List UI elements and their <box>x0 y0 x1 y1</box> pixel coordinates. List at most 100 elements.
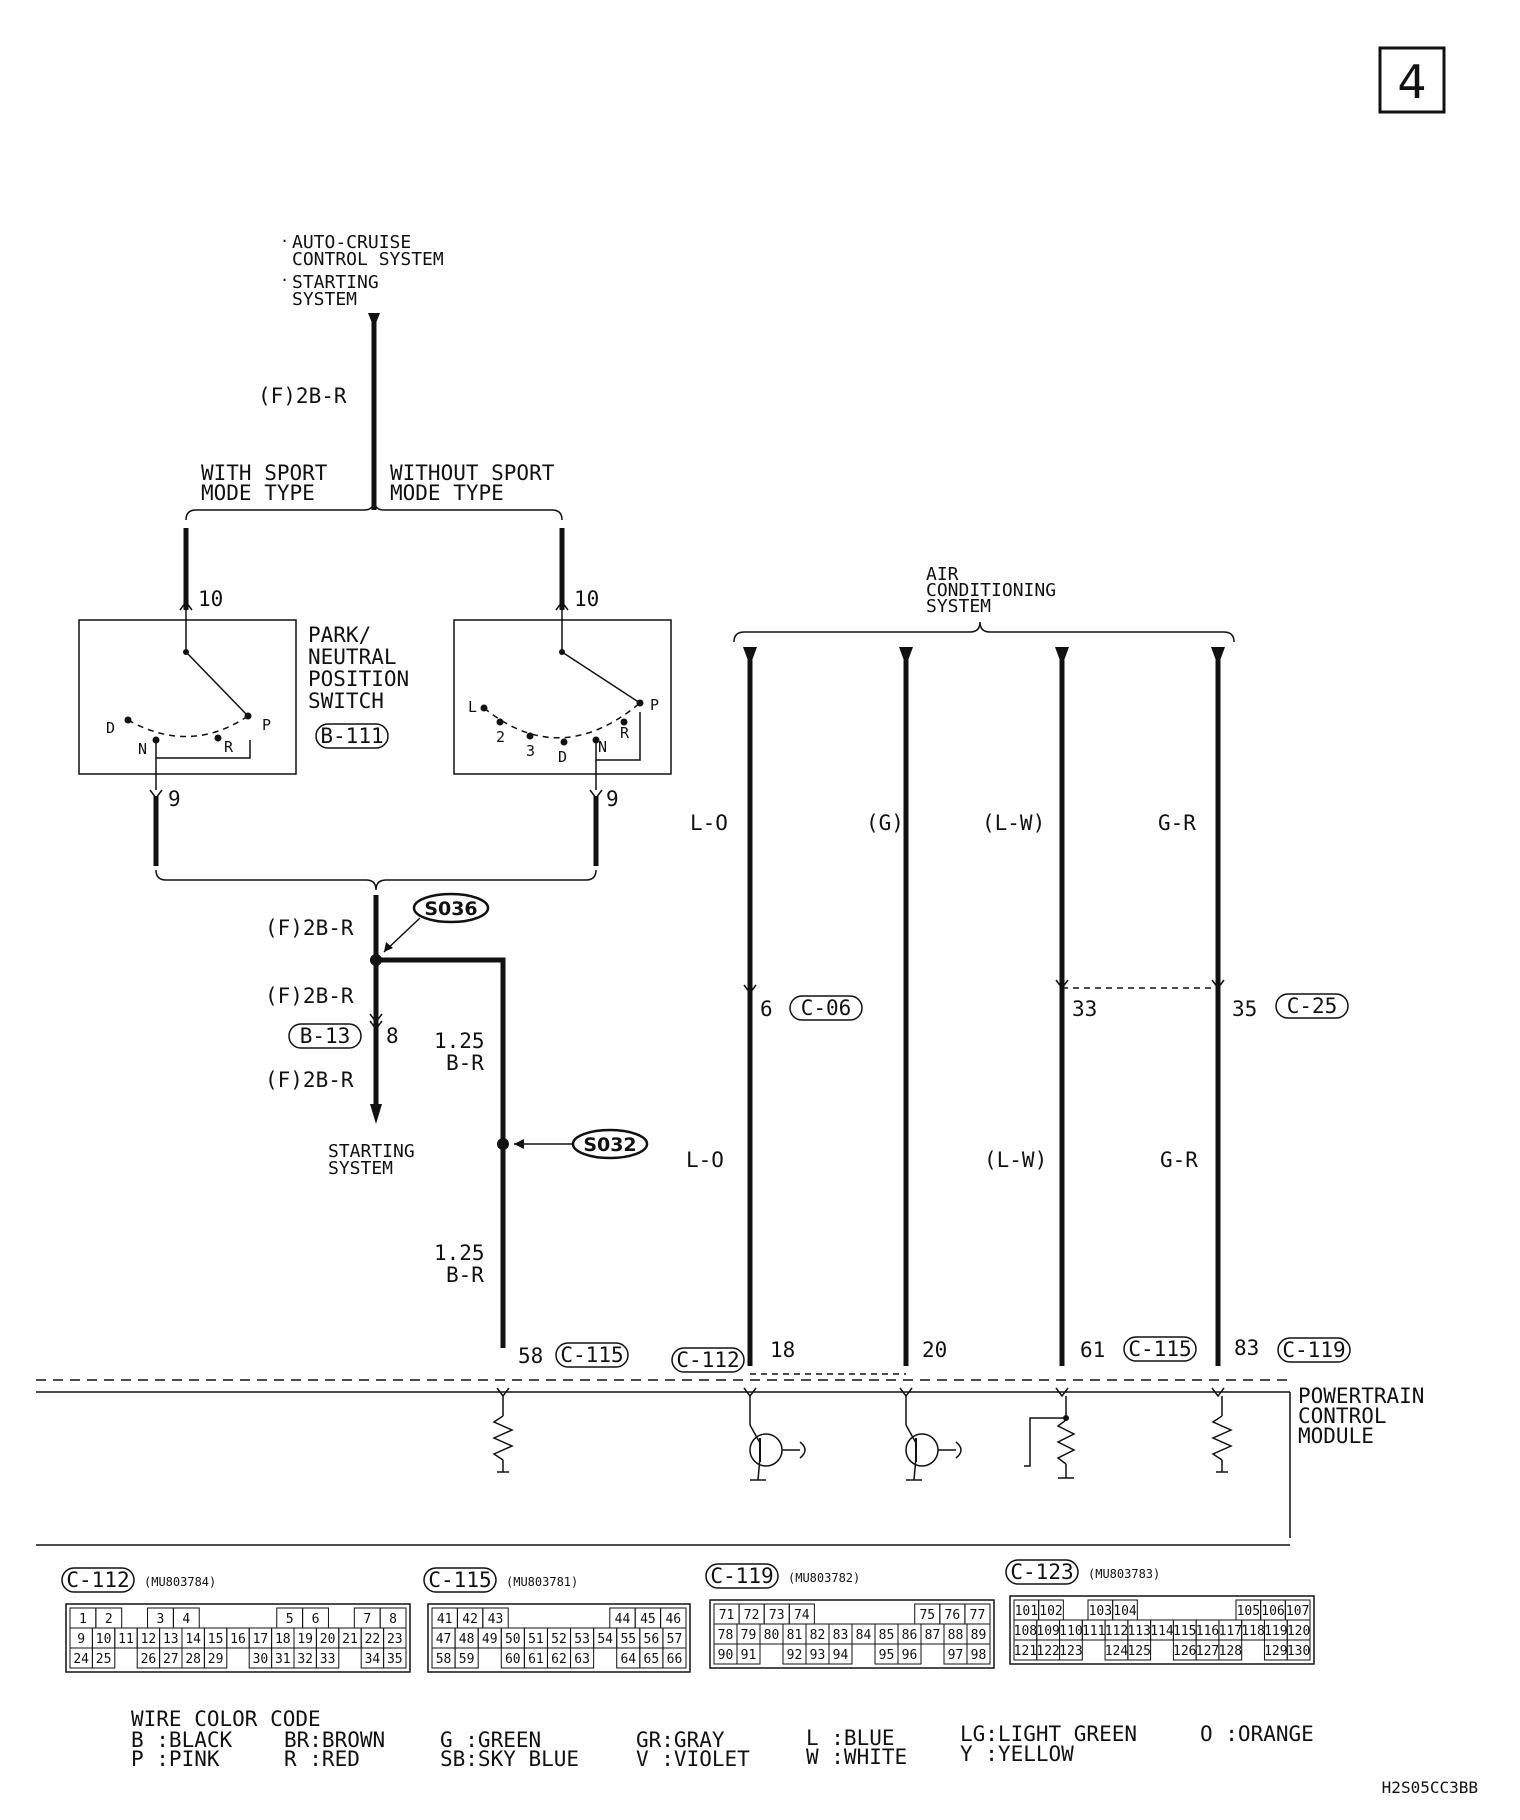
ac-wire-4-lower: G-R <box>1160 1148 1198 1172</box>
connector-pin: 118 <box>1241 1624 1264 1639</box>
connector-pin: 27 <box>163 1652 179 1667</box>
b13-pin: 8 <box>386 1024 399 1048</box>
ac-system-1: AIR <box>926 564 959 585</box>
pin-58-connector-tag: C-115 <box>555 1342 629 1368</box>
connector-cell <box>115 1648 137 1668</box>
connector-pin: 20 <box>320 1632 336 1647</box>
top-feed-wire: (F)2B-R <box>258 313 380 510</box>
connector-part-number: (MU803782) <box>788 1571 860 1585</box>
connector-pin: 103 <box>1089 1604 1112 1619</box>
pin-18: 18 <box>770 1338 795 1362</box>
connector-pin: 73 <box>769 1608 785 1623</box>
connector-pin: 66 <box>667 1652 683 1667</box>
top-feed-labels: · AUTO-CRUISE CONTROL SYSTEM · STARTING … <box>280 232 444 310</box>
connector-part-number: (MU803781) <box>506 1575 578 1589</box>
connector-pin: 71 <box>719 1608 735 1623</box>
connector-name-tag <box>1005 1559 1079 1585</box>
connector-pin: 25 <box>96 1652 112 1667</box>
connector-pin: 63 <box>574 1652 590 1667</box>
connector-pin: 24 <box>73 1652 89 1667</box>
color-p: P :PINK <box>131 1747 220 1771</box>
pos-2-right: 2 <box>496 728 505 746</box>
top-feed-line-4: SYSTEM <box>292 289 357 310</box>
color-w: W :WHITE <box>806 1745 907 1769</box>
c25-connector-tag <box>1275 993 1349 1019</box>
connector-pin: 32 <box>297 1652 313 1667</box>
connector-pin: 12 <box>141 1632 157 1647</box>
connector-cell <box>199 1608 225 1628</box>
pin-58: 58 <box>518 1344 543 1368</box>
connector-pin: 65 <box>644 1652 660 1667</box>
connector-pin: 120 <box>1287 1624 1310 1639</box>
connector-pin: 61 <box>528 1652 544 1667</box>
connector-pin: 46 <box>665 1612 681 1627</box>
connector-pin: 19 <box>297 1632 313 1647</box>
connector-pin: 72 <box>744 1608 760 1623</box>
connector-pin: 1 <box>79 1612 87 1627</box>
starting-system-2: SYSTEM <box>328 1158 393 1179</box>
connector-pin: 126 <box>1173 1644 1196 1659</box>
connector-pin: 51 <box>528 1632 544 1647</box>
pos-n-right: N <box>598 738 607 756</box>
connector-pin: 102 <box>1039 1604 1062 1619</box>
c25-connector-label: C-25 <box>1287 994 1338 1018</box>
connector-pin: 7 <box>363 1612 371 1627</box>
connector-pin: 48 <box>459 1632 475 1647</box>
connector-pin: 87 <box>925 1628 941 1643</box>
connector-cell <box>534 1608 559 1628</box>
connector-pin: 47 <box>436 1632 452 1647</box>
connector-pin: 84 <box>856 1628 872 1643</box>
connector-pin: 108 <box>1014 1624 1037 1639</box>
connector-pin: 124 <box>1105 1644 1129 1659</box>
ac-wire-3-lower: (L-W) <box>984 1148 1047 1172</box>
connector-pin: 55 <box>620 1632 636 1647</box>
connector-pin: 128 <box>1219 1644 1242 1659</box>
pos-p-left: P <box>262 716 271 734</box>
pos-d-left: D <box>106 719 115 737</box>
color-code-title: WIRE COLOR CODE <box>131 1707 321 1731</box>
connector-pin: 90 <box>718 1648 734 1663</box>
pin-9-right: 9 <box>606 787 619 811</box>
ac-wire-1-lower: L-O <box>686 1148 724 1172</box>
connector-pin: 57 <box>667 1632 683 1647</box>
ac-bracket <box>733 621 1235 643</box>
switch-name-4: SWITCH <box>308 689 384 713</box>
pin-58-connector-label: C-115 <box>560 1343 623 1367</box>
ac-wire-2: (G) 20 <box>866 647 947 1398</box>
without-sport-label-1: WITHOUT SPORT <box>390 461 555 485</box>
connector-pin: 79 <box>741 1628 757 1643</box>
connector-pin: 4 <box>182 1612 190 1627</box>
connector-pin: 78 <box>718 1628 734 1643</box>
connector-pin: 75 <box>919 1608 935 1623</box>
connector-pin: 104 <box>1113 1604 1137 1619</box>
b13-connector-label: B-13 <box>300 1024 351 1048</box>
connector-pin: 123 <box>1059 1644 1082 1659</box>
connector-pin: 121 <box>1014 1644 1037 1659</box>
svg-text:·: · <box>280 271 289 289</box>
c06-connector-tag <box>789 995 863 1021</box>
svg-text:·: · <box>280 232 289 250</box>
connector-pin: 80 <box>764 1628 780 1643</box>
lower-bracket <box>155 869 597 891</box>
connector-cell <box>1286 1639 1311 1661</box>
branch-upper-2: B-R <box>446 1051 484 1075</box>
pin-20: 20 <box>922 1338 947 1362</box>
connector-pin: 53 <box>574 1632 590 1647</box>
connector-pin: 81 <box>787 1628 803 1643</box>
ac-system-3: SYSTEM <box>926 596 991 617</box>
connector-pin: 6 <box>312 1612 320 1627</box>
lower-left-wire: (F)2B-R (F)2B-R (F)2B-R 8 B-13 STARTING … <box>265 895 415 1179</box>
connector-pin: 9 <box>77 1632 85 1647</box>
pcm-resistor-83 <box>1211 1396 1233 1473</box>
wire-label-a: (F)2B-R <box>265 916 354 940</box>
connector-pin: 28 <box>185 1652 201 1667</box>
connector-cell <box>383 1647 407 1669</box>
connector-cell <box>1059 1639 1083 1661</box>
color-gr: GR:GRAY <box>636 1728 725 1752</box>
connector-cell <box>852 1644 875 1664</box>
connector-pin: 83 <box>833 1628 849 1643</box>
connector-pin: 56 <box>644 1632 660 1647</box>
switch-connector-label: B-111 <box>320 724 383 748</box>
branch-lower-1: 1.25 <box>434 1241 485 1265</box>
